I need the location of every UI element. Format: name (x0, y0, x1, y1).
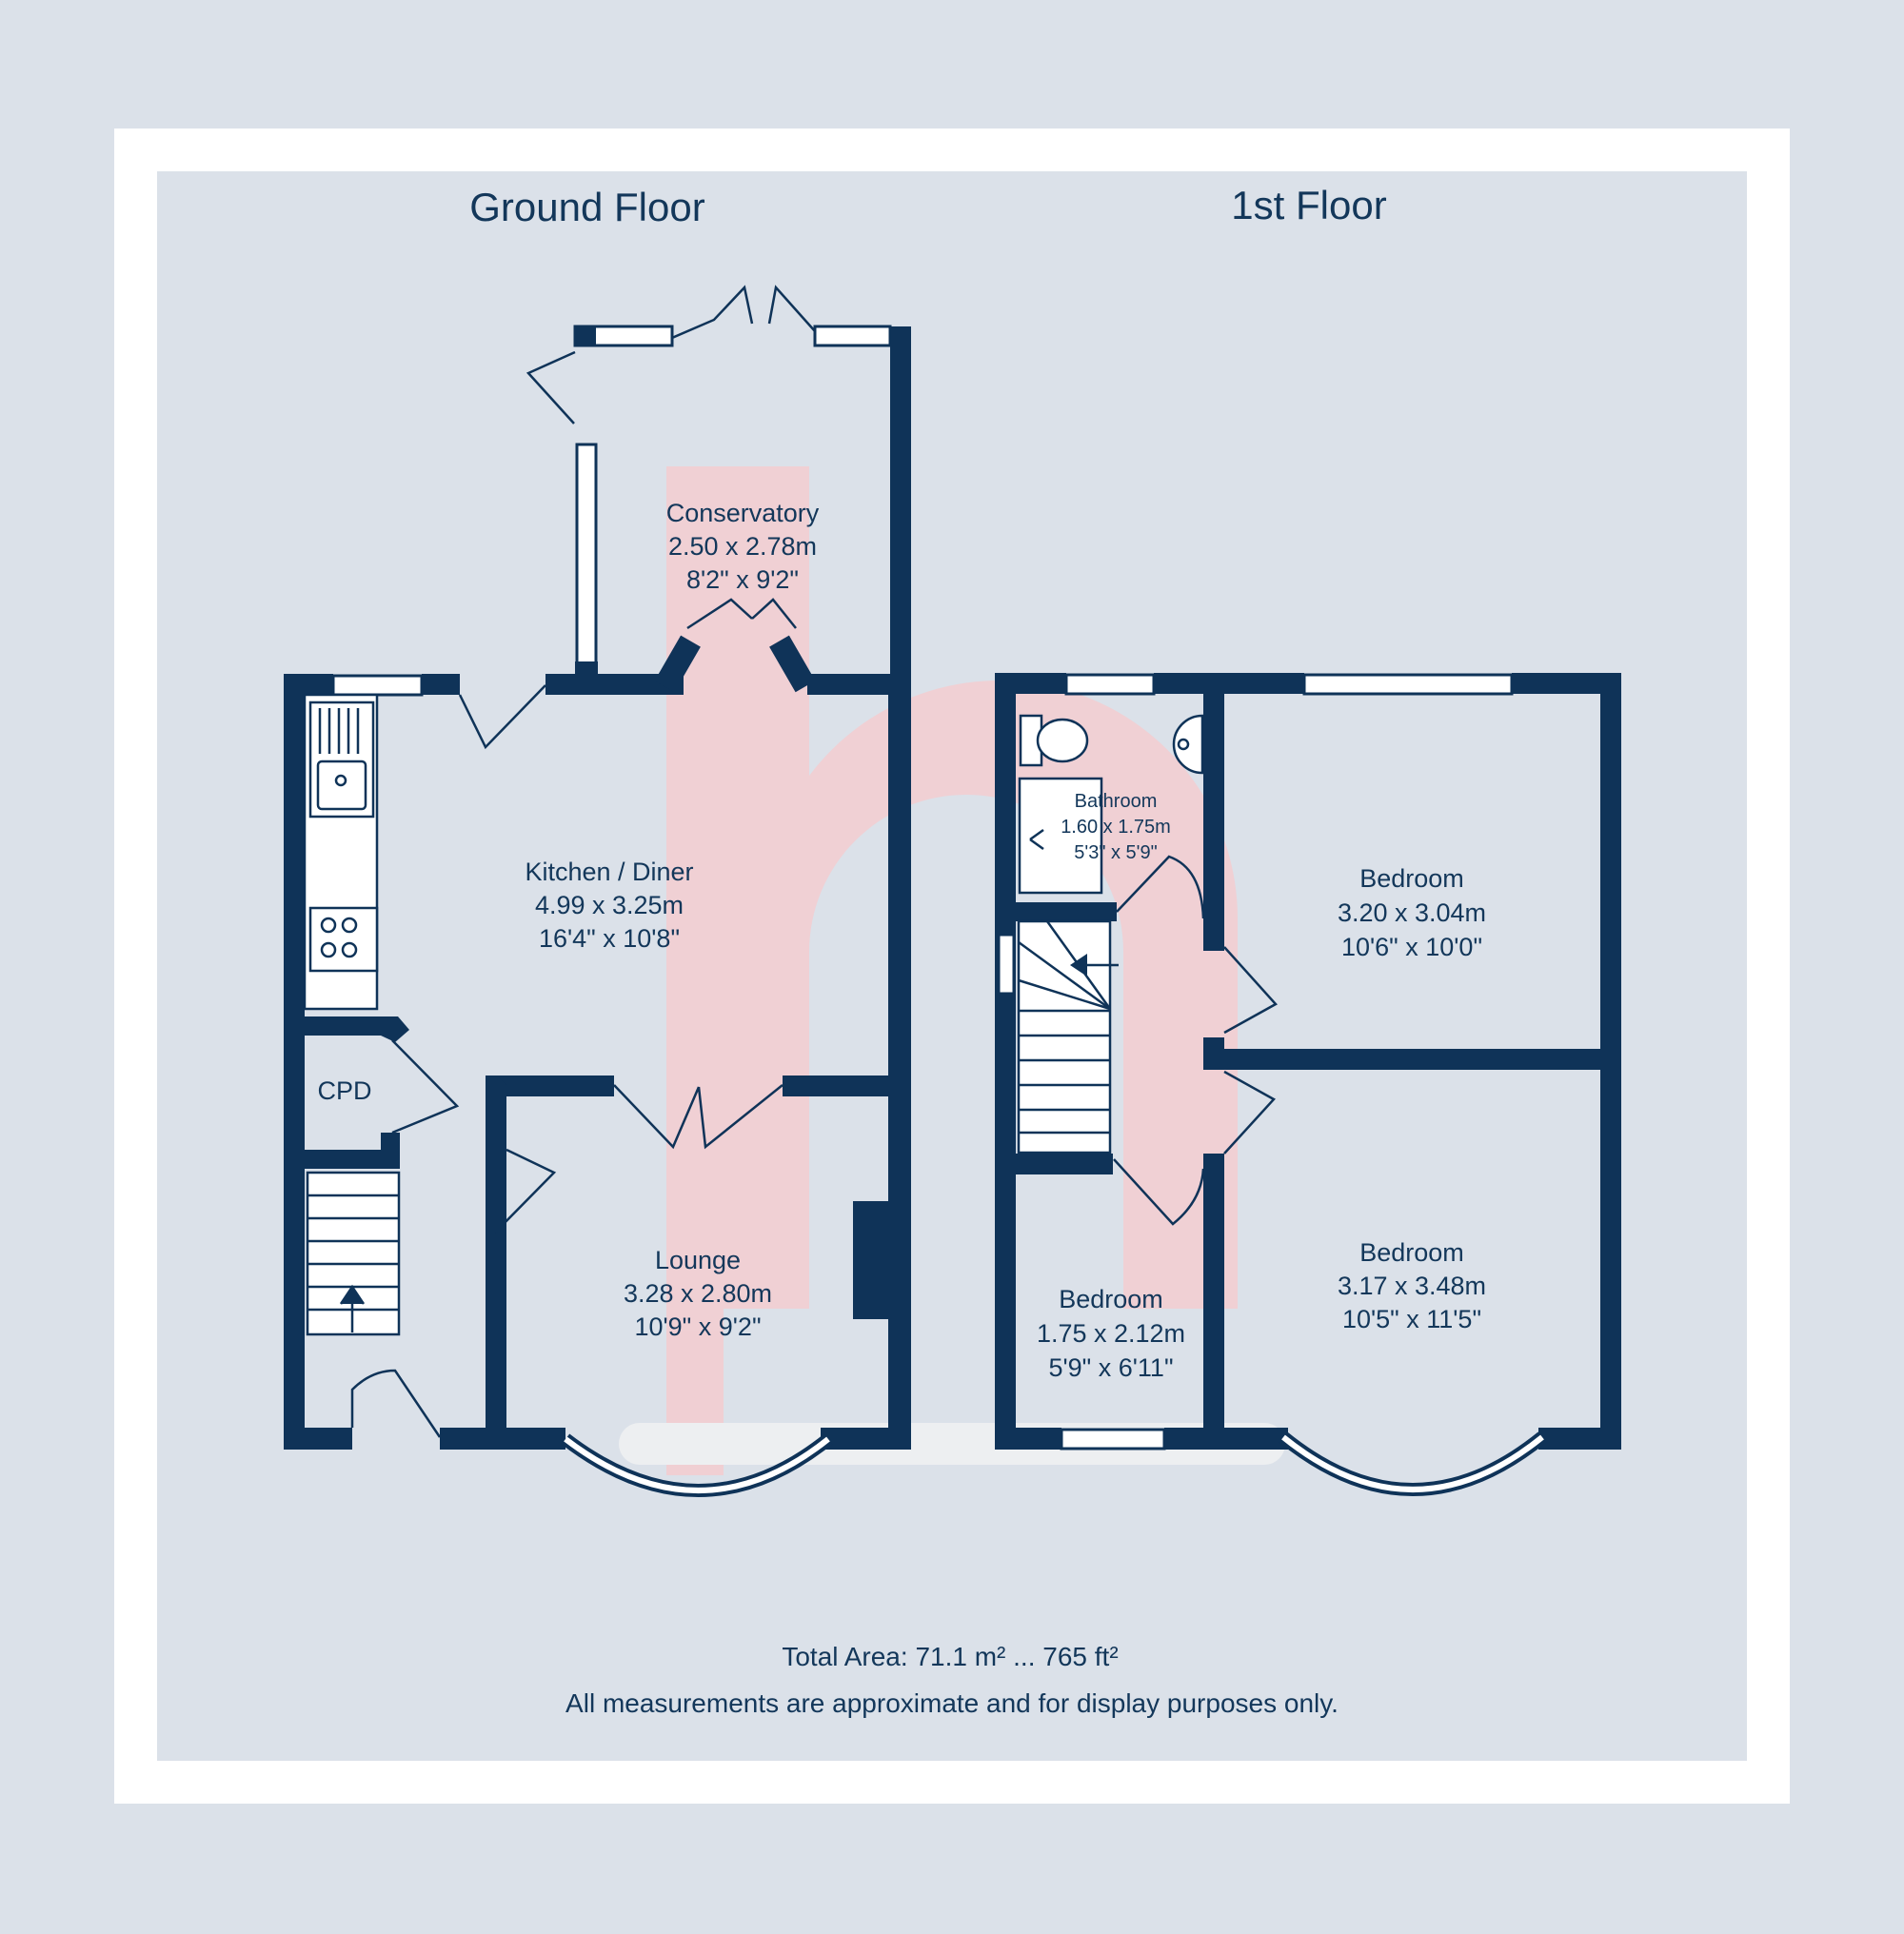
first-floor-plan: Bathroom 1.60 x 1.75m 5'3" x 5'9" (995, 673, 1621, 1496)
first-top-wall-a (995, 673, 1066, 694)
front-bedroom-window (1302, 673, 1514, 696)
cupboard-side-wall (381, 1133, 400, 1169)
front-bedroom-door (1223, 946, 1278, 1035)
first-top-wall-b (1154, 673, 1304, 694)
conservatory-side-door (526, 350, 576, 424)
conservatory-window-top-right (813, 325, 892, 347)
ground-front-wall-c (821, 1428, 911, 1450)
kitchen-name: Kitchen / Diner (525, 858, 693, 886)
stairs-down-arrowhead-icon (1070, 954, 1087, 977)
shower-tray (1018, 777, 1103, 895)
bathroom-window (1064, 673, 1156, 696)
ground-floor-plan: CPD Conservatory 2.50 x 2.78m 8'2" x 9'2… (284, 285, 911, 1497)
kitchen-top-wall-a (284, 674, 333, 695)
kitchen-door-post-left (654, 635, 701, 693)
small-bedroom-door (1113, 1158, 1205, 1226)
hall-lounge-wall (486, 1076, 506, 1450)
ground-front-wall-b (440, 1428, 565, 1450)
disclaimer: All measurements are approximate and for… (565, 1688, 1339, 1718)
rear-bedroom-door (1223, 1070, 1276, 1154)
conservatory-window-left (575, 443, 598, 678)
kitchen-top-wall-b (422, 674, 460, 695)
chimney-breast (853, 1201, 889, 1319)
rear-bedroom-bay-glazing (1281, 1434, 1544, 1492)
sink-drain-icon (334, 774, 347, 787)
cupboard-top-wall (305, 1016, 381, 1036)
lounge-name: Lounge (655, 1246, 741, 1274)
bedroom-rear-right-name: Bedroom (1359, 1238, 1464, 1267)
bedroom-rear-right-metric: 3.17 x 3.48m (1338, 1272, 1486, 1300)
front-door (350, 1369, 442, 1438)
bedroom-rear-right-imperial: 10'5" x 11'5" (1342, 1305, 1481, 1333)
first-front-wall-b (1164, 1428, 1288, 1450)
lounge-bay-glazing (564, 1436, 830, 1493)
watermark-letter-h (666, 466, 1238, 1475)
hob-rings-icon (320, 917, 358, 958)
conservatory-metric: 2.50 x 2.78m (668, 532, 817, 561)
inner-panel (157, 171, 1747, 1761)
cupboard-door-post (381, 1016, 409, 1042)
first-front-wall-a (995, 1428, 1061, 1450)
conservatory-imperial: 8'2" x 9'2" (686, 565, 799, 594)
kitchen-imperial: 16'4" x 10'8" (539, 924, 680, 953)
kitchen-back-door (458, 684, 546, 750)
hob (308, 906, 379, 973)
first-floor-title: 1st Floor (1231, 183, 1386, 227)
conservatory-name: Conservatory (666, 499, 820, 527)
bathroom-metric: 1.60 x 1.75m (1061, 817, 1171, 838)
small-bedroom-right-wall (1203, 1154, 1224, 1450)
stair-bottom-wall (1016, 1154, 1113, 1174)
kitchen-window (331, 674, 424, 697)
kitchen-door-post-right (769, 635, 816, 693)
lounge-metric: 3.28 x 2.80m (624, 1279, 772, 1308)
bathroom-door (1116, 855, 1205, 919)
conservatory-french-doors (670, 285, 816, 345)
lounge-hall-door (494, 1148, 557, 1233)
stairs-up-arrowhead-icon (341, 1287, 364, 1304)
lounge-top-wall-a (486, 1076, 614, 1096)
ground-front-wall-a (284, 1428, 352, 1450)
cupboard-door (391, 1039, 460, 1135)
kitchen-left-wall (284, 674, 305, 1450)
bathroom-bottom-wall (1016, 902, 1117, 921)
bedrooms-divider-wall (1203, 1049, 1621, 1070)
bedroom-small-metric: 1.75 x 2.12m (1037, 1319, 1185, 1348)
bathroom-imperial: 5'3" x 5'9" (1074, 842, 1157, 863)
kitchen-metric: 4.99 x 3.25m (535, 891, 684, 919)
ground-right-wall (888, 674, 911, 1450)
lounge-imperial: 10'9" x 9'2" (634, 1312, 761, 1341)
bathroom-right-wall (1203, 694, 1224, 951)
cupboard-label: CPD (317, 1076, 371, 1105)
bedroom-front-right-imperial: 10'6" x 10'0" (1341, 933, 1482, 961)
total-area: Total Area: 71.1 m² ... 765 ft² (782, 1642, 1118, 1671)
first-front-wall-c (1538, 1428, 1621, 1450)
toilet-icon (1019, 714, 1089, 767)
ground-floor-title: Ground Floor (469, 185, 704, 229)
conservatory-post-top-left (575, 326, 596, 345)
kitchen-top-wall-c (545, 674, 684, 695)
conservatory-kitchen-door-left (686, 598, 753, 630)
small-bedroom-window (1060, 1428, 1166, 1450)
landing-window (997, 933, 1016, 996)
first-top-wall-c (1512, 673, 1621, 694)
first-staircase (1017, 919, 1112, 1154)
kitchen-top-wall-d (807, 674, 910, 695)
conservatory-kitchen-door-right (751, 598, 797, 629)
cupboard-bottom-wall (305, 1150, 400, 1169)
first-left-wall (995, 673, 1016, 1450)
shower-drain-icon (1029, 828, 1044, 851)
conservatory-right-wall (890, 326, 911, 688)
sink-drainer-lines (318, 708, 360, 754)
bathroom-name: Bathroom (1075, 791, 1158, 812)
basin-icon (1172, 714, 1204, 775)
lounge-double-doors (613, 1084, 783, 1150)
bedroom-front-right-name: Bedroom (1359, 864, 1464, 893)
lounge-wall-corner (486, 1076, 506, 1095)
bedroom-front-right-metric: 3.20 x 3.04m (1338, 898, 1486, 927)
lounge-top-wall-b (783, 1076, 890, 1096)
bedroom-small-imperial: 5'9" x 6'11" (1048, 1353, 1173, 1382)
bedroom-small-name: Bedroom (1059, 1285, 1163, 1313)
